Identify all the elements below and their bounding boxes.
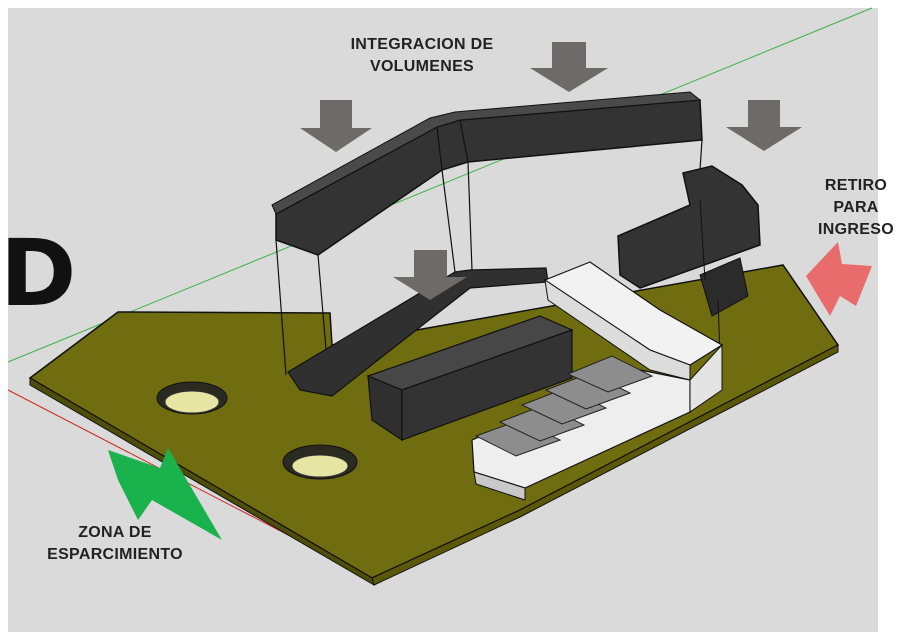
retiro-line-1: RETIRO [824, 177, 888, 194]
upper-volume [271, 91, 703, 256]
arrow-down-3 [726, 100, 802, 151]
integracion-line-1: INTEGRACION DE [350, 36, 494, 53]
retiro-line-2: PARA [833, 199, 879, 216]
zona-label: ZONA DE ESPARCIMIENTO [30, 522, 200, 566]
planter-circle-1 [156, 381, 228, 415]
planter-circle-2 [282, 444, 358, 480]
arrow-down-2 [530, 42, 608, 92]
retiro-arrow [806, 242, 872, 316]
zona-arrow [108, 448, 222, 540]
zona-line-2: ESPARCIMIENTO [47, 546, 183, 563]
cut-letter: D [0, 220, 77, 327]
retiro-line-3: INGRESO [818, 221, 894, 238]
retiro-label: RETIRO PARA INGRESO [806, 175, 906, 241]
white-volume [471, 261, 724, 501]
glass-supports [275, 139, 703, 397]
dark-bar-volume [366, 315, 574, 442]
arrow-down-4 [393, 250, 467, 300]
integracion-label: INTEGRACION DE VOLUMENES [322, 34, 522, 78]
integracion-line-2: VOLUMENES [369, 58, 475, 75]
arrow-down-1 [300, 100, 372, 152]
green-axis-line [7, 7, 873, 363]
zona-line-1: ZONA DE [78, 524, 152, 541]
right-stepped-volume [617, 165, 761, 356]
stairs [474, 355, 654, 457]
